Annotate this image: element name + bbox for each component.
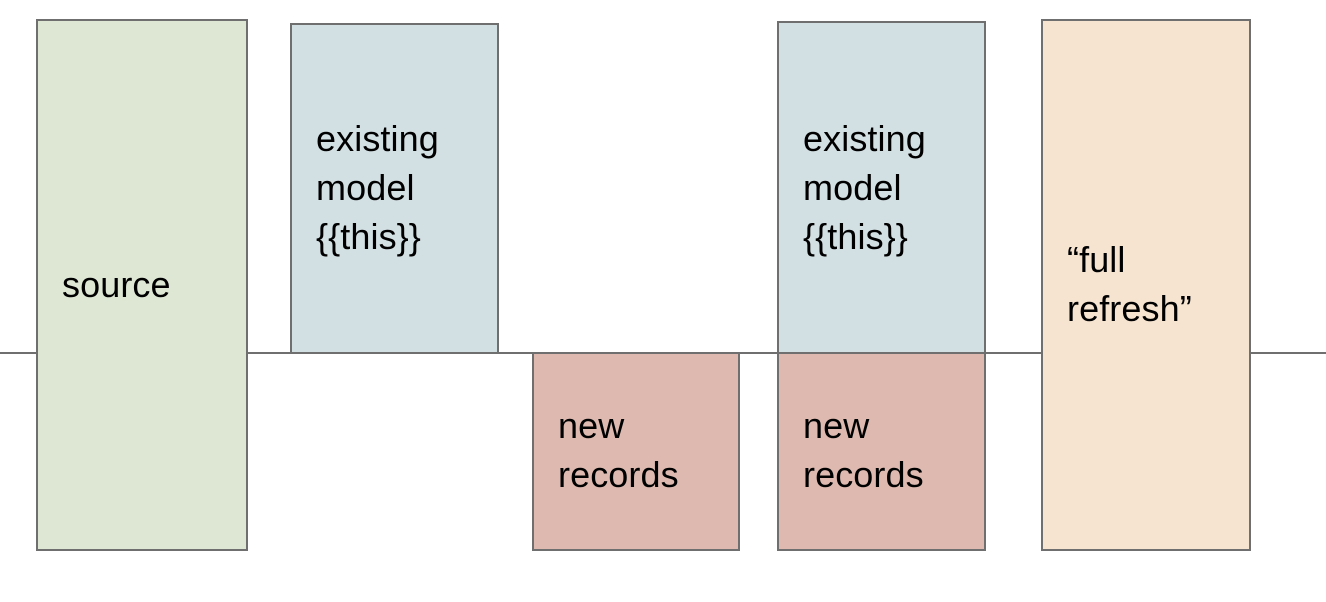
node-existing-model-2-label: existing model {{this}}: [803, 118, 926, 257]
node-existing-model-2[interactable]: existing model {{this}}: [777, 21, 986, 354]
node-new-records-2-label: new records: [803, 405, 924, 495]
node-source-label: source: [62, 263, 171, 305]
node-new-records-2[interactable]: new records: [777, 352, 986, 551]
node-source[interactable]: source: [36, 19, 248, 551]
node-new-records-1-label: new records: [558, 405, 679, 495]
node-full-refresh[interactable]: “full refresh”: [1041, 19, 1251, 551]
node-new-records-1[interactable]: new records: [532, 352, 740, 551]
node-existing-model-1[interactable]: existing model {{this}}: [290, 23, 499, 354]
node-existing-model-1-label: existing model {{this}}: [316, 118, 439, 257]
node-full-refresh-label: “full refresh”: [1067, 239, 1192, 329]
